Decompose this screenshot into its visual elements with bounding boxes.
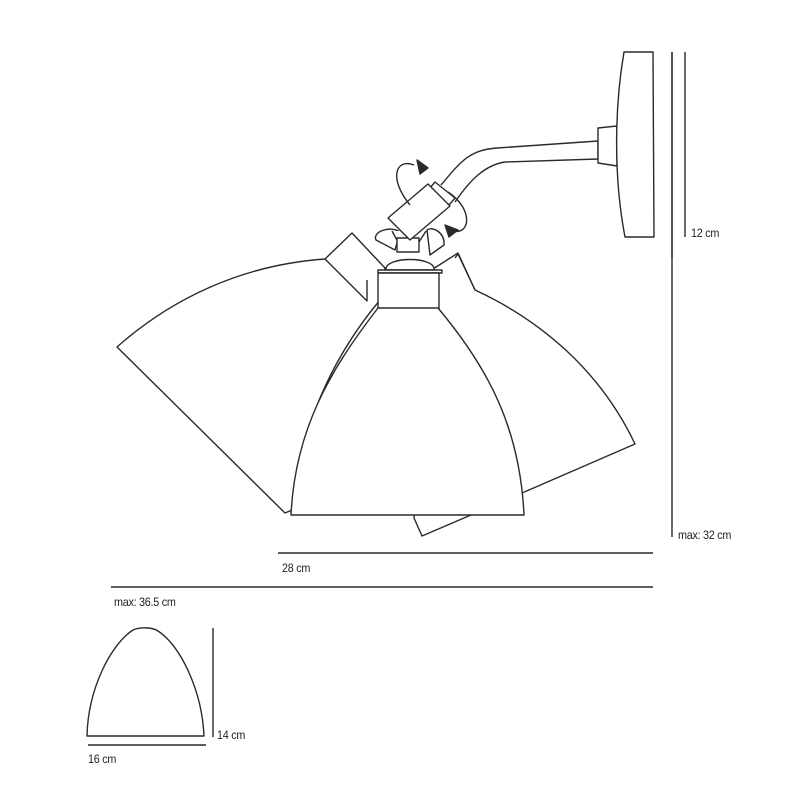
shade-center — [290, 258, 525, 516]
shade-height-label: 14 cm — [217, 728, 246, 742]
curved-arm — [387, 140, 599, 241]
shade-width-label: 16 cm — [88, 752, 117, 766]
max-height-label: max: 32 cm — [678, 528, 732, 542]
dimension-lines — [88, 52, 686, 746]
projection-label: 28 cm — [282, 561, 311, 575]
wall-backplate — [597, 51, 655, 238]
shade-detail — [86, 627, 205, 737]
arrow-head-lower-icon — [444, 224, 459, 238]
arrow-head-upper-icon — [416, 159, 429, 175]
backplate-height-label: 12 cm — [691, 226, 720, 240]
max-projection-label: max: 36.5 cm — [114, 595, 176, 609]
